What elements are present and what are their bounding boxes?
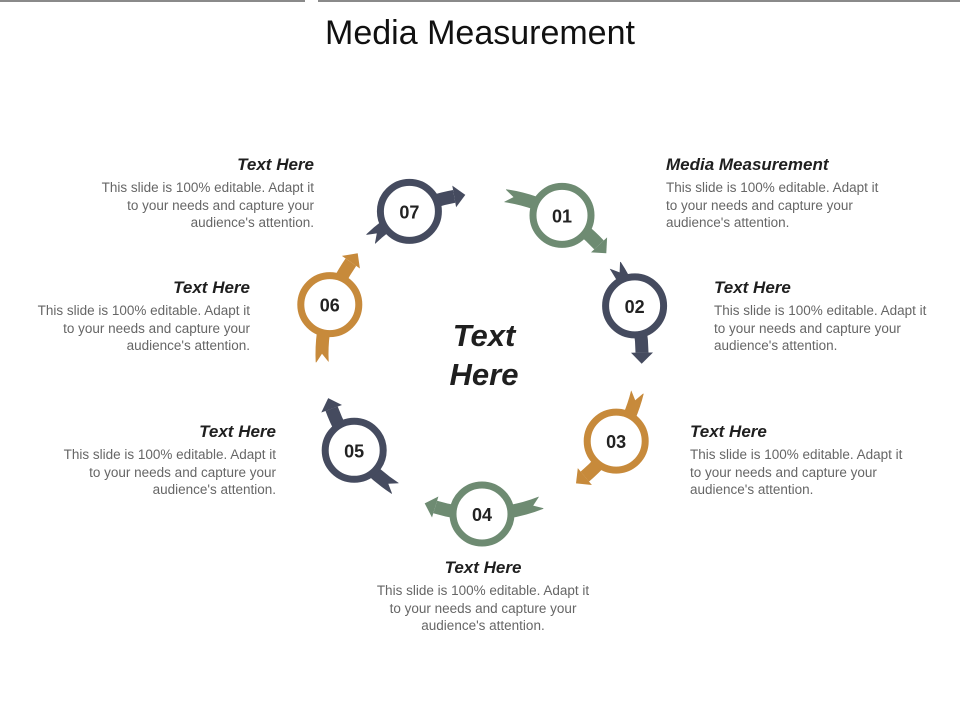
step-04-text: Text Here This slide is 100% editable. A… bbox=[370, 558, 596, 635]
center-label: Text Here bbox=[420, 316, 548, 394]
step-03-heading: Text Here bbox=[690, 422, 767, 441]
step-01-text: Media Measurement This slide is 100% edi… bbox=[666, 155, 892, 232]
step-04-body: This slide is 100% editable. Adapt it to… bbox=[376, 583, 590, 633]
step-02-number: 02 bbox=[625, 297, 645, 317]
step-03-text: Text Here This slide is 100% editable. A… bbox=[690, 422, 916, 499]
step-07-number: 07 bbox=[399, 202, 419, 222]
step-02-body: This slide is 100% editable. Adapt it to… bbox=[714, 303, 927, 353]
step-07-heading: Text Here bbox=[237, 155, 314, 174]
center-label-line2: Here bbox=[449, 357, 519, 392]
step-01-number: 01 bbox=[552, 206, 572, 226]
step-05-heading: Text Here bbox=[199, 422, 276, 441]
step-04-heading: Text Here bbox=[444, 558, 522, 577]
step-03-number: 03 bbox=[606, 432, 626, 452]
step-06-arrow-tip bbox=[341, 253, 360, 269]
step-05-number: 05 bbox=[344, 441, 364, 461]
step-01-arrow-tip bbox=[591, 237, 608, 254]
center-label-line1: Text bbox=[452, 318, 516, 353]
step-01-body: This slide is 100% editable. Adapt it to… bbox=[666, 180, 879, 230]
step-06-text: Text Here This slide is 100% editable. A… bbox=[24, 278, 250, 355]
step-05-body: This slide is 100% editable. Adapt it to… bbox=[63, 447, 276, 497]
step-07-arrow-tip bbox=[452, 185, 466, 208]
step-03-body: This slide is 100% editable. Adapt it to… bbox=[690, 447, 903, 497]
step-03-tail-notch bbox=[630, 387, 646, 401]
step-02-arrow-tip bbox=[631, 352, 653, 364]
step-02-heading: Text Here bbox=[714, 278, 791, 297]
step-04-arrow-tip bbox=[424, 496, 439, 518]
step-07-node bbox=[376, 178, 442, 244]
top-rule-left bbox=[0, 0, 305, 2]
step-02-text: Text Here This slide is 100% editable. A… bbox=[714, 278, 940, 355]
step-05-text: Text Here This slide is 100% editable. A… bbox=[50, 422, 276, 499]
step-02-tail-notch bbox=[607, 258, 621, 273]
step-01-node bbox=[529, 182, 595, 248]
step-05-tail-notch bbox=[388, 483, 402, 497]
slide-title: Media Measurement bbox=[325, 14, 635, 52]
step-06-number: 06 bbox=[320, 296, 340, 316]
step-07-text: Text Here This slide is 100% editable. A… bbox=[88, 155, 314, 232]
step-03-arrow-tip bbox=[576, 468, 592, 485]
step-06-body: This slide is 100% editable. Adapt it to… bbox=[37, 303, 250, 353]
step-05-arrow-tip bbox=[321, 398, 342, 413]
step-01-heading: Media Measurement bbox=[666, 155, 829, 174]
step-01-tail-notch bbox=[501, 187, 514, 204]
step-02-node bbox=[602, 273, 668, 339]
step-07-tail-notch bbox=[363, 233, 377, 247]
step-06-tail-notch bbox=[314, 353, 331, 366]
step-07-body: This slide is 100% editable. Adapt it to… bbox=[101, 180, 314, 230]
step-04-tail-notch bbox=[533, 494, 547, 509]
step-06-node bbox=[297, 272, 363, 338]
step-04-node bbox=[449, 481, 515, 547]
top-rule-right bbox=[318, 0, 960, 2]
step-06-heading: Text Here bbox=[173, 278, 250, 297]
step-04-number: 04 bbox=[472, 505, 492, 525]
step-03-node bbox=[583, 408, 649, 474]
step-05-node bbox=[321, 417, 387, 483]
